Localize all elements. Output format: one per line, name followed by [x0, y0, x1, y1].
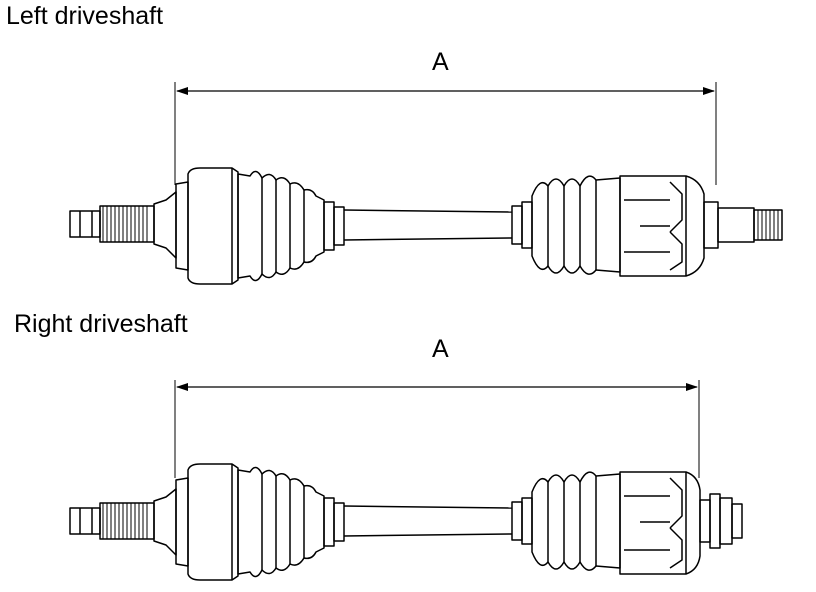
left-outer-boot: [237, 170, 345, 282]
right-inner-joint: [619, 471, 701, 575]
left-outer-joint: [175, 167, 239, 285]
right-driveshaft-title: Right driveshaft: [14, 310, 188, 338]
left-dimension-label: A: [432, 48, 449, 76]
right-outer-joint: [175, 463, 239, 581]
right-outer-boot: [237, 466, 345, 578]
left-dimension-line: [174, 82, 717, 185]
left-intermediate-shaft: [343, 209, 513, 241]
right-intermediate-shaft: [343, 505, 513, 537]
right-inner-stub-flange: [699, 493, 743, 549]
left-inner-joint: [619, 175, 705, 277]
left-driveshaft-drawing: [69, 82, 783, 285]
left-driveshaft-title: Left driveshaft: [6, 2, 164, 30]
right-dimension-line: [174, 380, 700, 478]
left-inner-stub-shaft: [703, 201, 783, 249]
left-inner-boot: [511, 175, 621, 275]
right-dimension-label: A: [432, 335, 449, 363]
left-outer-stub-shaft: [69, 191, 177, 259]
right-outer-stub-shaft: [69, 488, 177, 556]
right-inner-boot: [511, 471, 621, 571]
right-driveshaft-drawing: [69, 380, 743, 581]
